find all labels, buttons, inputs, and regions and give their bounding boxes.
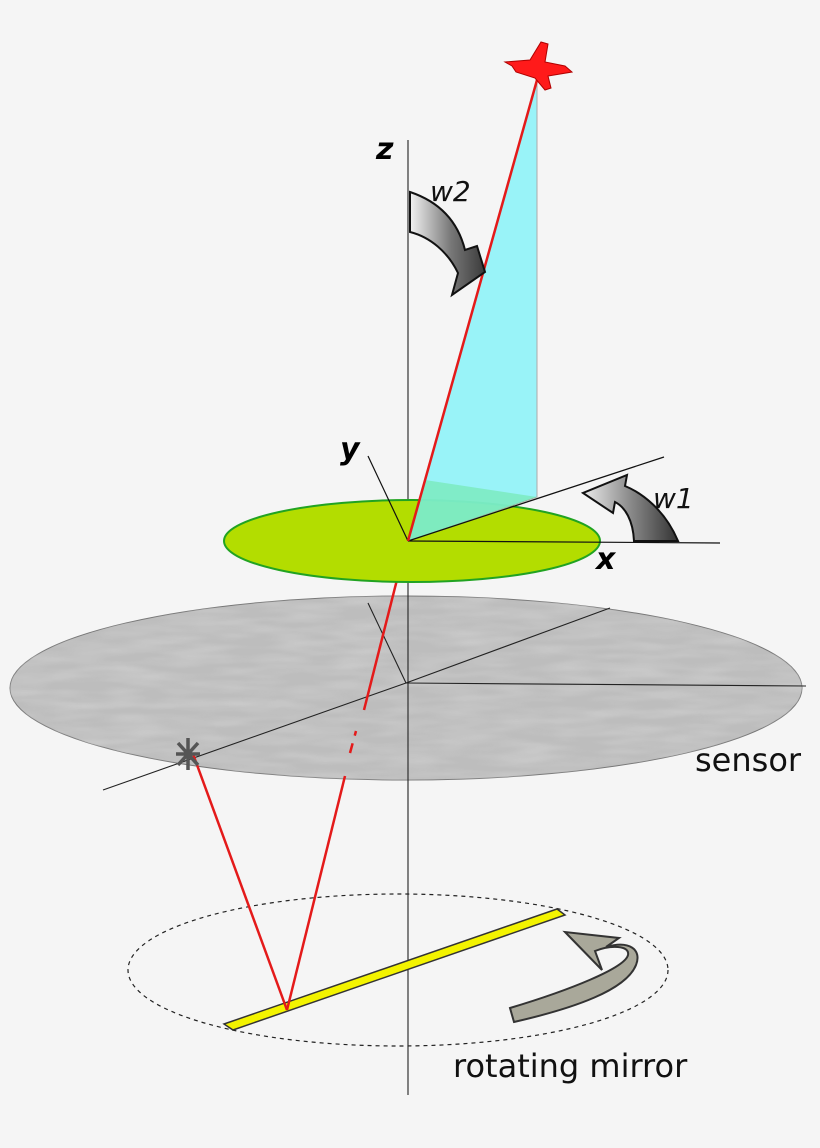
sensor-disc bbox=[9, 595, 803, 781]
mirror-arrow bbox=[508, 930, 639, 1024]
y-axis-label: y bbox=[340, 432, 361, 467]
upper-axes bbox=[367, 455, 721, 544]
laser-beam-upper bbox=[406, 79, 539, 542]
airplane-icon bbox=[503, 41, 574, 91]
mirror-rotation-path bbox=[127, 893, 669, 1047]
w2-arrow bbox=[409, 190, 487, 298]
sensor-label: sensor bbox=[695, 741, 802, 779]
w1-label: w1 bbox=[653, 482, 694, 515]
x-axis-label: x bbox=[594, 542, 617, 577]
target-spot bbox=[176, 738, 200, 770]
z-axis-label: z bbox=[375, 132, 394, 167]
sensor-axes bbox=[102, 602, 807, 791]
w2-label: w2 bbox=[430, 175, 471, 208]
projection-plane-over-disc bbox=[408, 480, 537, 541]
w1-arrow bbox=[580, 473, 680, 542]
mirror-label: rotating mirror bbox=[453, 1047, 688, 1085]
rotating-mirror bbox=[222, 908, 567, 1031]
